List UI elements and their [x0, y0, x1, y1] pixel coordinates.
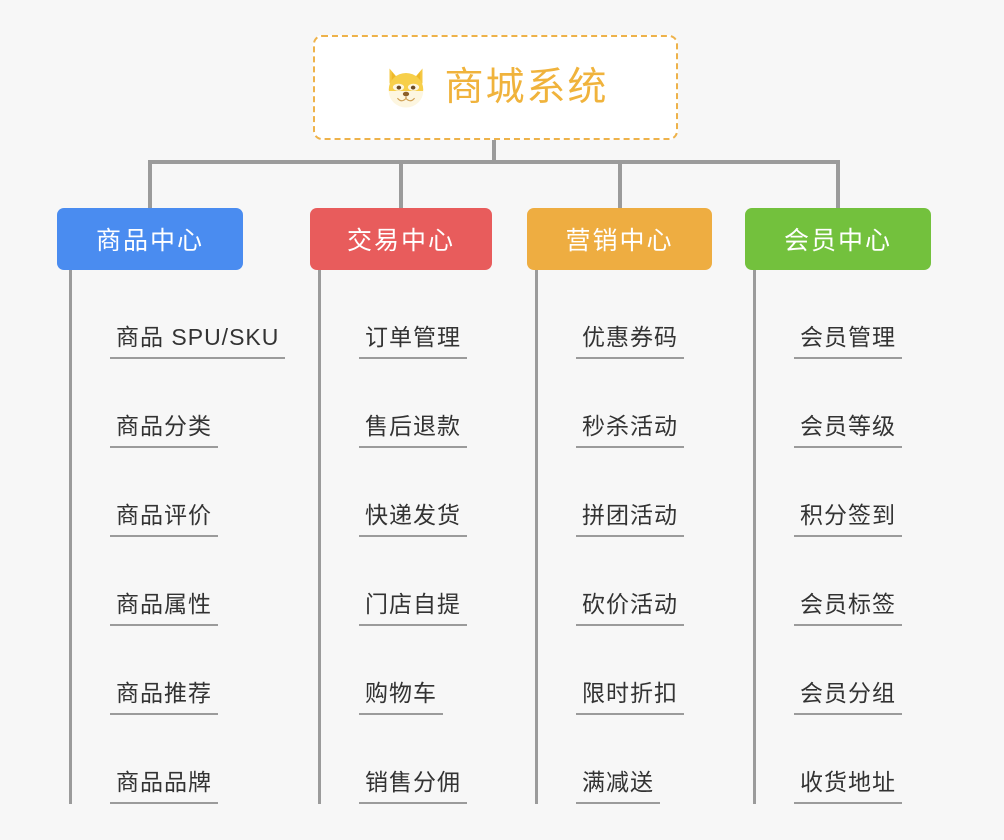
leaf-label: 商品属性: [110, 591, 218, 626]
connector-drop-4: [836, 160, 840, 208]
branch-spine-1: 商品 SPU/SKU 商品分类 商品评价 商品属性 商品推荐 商品品牌: [69, 270, 286, 804]
branch-column-3: 营销中心 优惠券码 秒杀活动 拼团活动 砍价活动 限时折扣 满减送: [527, 208, 712, 804]
leaf-label: 限时折扣: [576, 680, 684, 715]
branch-spine-2: 订单管理 售后退款 快递发货 门店自提 购物车 销售分佣: [318, 270, 492, 804]
list-item[interactable]: 满减送: [538, 715, 712, 804]
list-item[interactable]: 限时折扣: [538, 626, 712, 715]
list-item[interactable]: 拼团活动: [538, 448, 712, 537]
leaf-label: 会员等级: [794, 413, 902, 448]
list-item[interactable]: 订单管理: [321, 270, 492, 359]
list-item[interactable]: 商品 SPU/SKU: [72, 270, 286, 359]
list-item[interactable]: 优惠券码: [538, 270, 712, 359]
leaf-label: 秒杀活动: [576, 413, 684, 448]
leaf-label: 订单管理: [359, 324, 467, 359]
leaf-label: 拼团活动: [576, 502, 684, 537]
root-title: 商城系统: [444, 66, 609, 109]
leaf-label: 砍价活动: [576, 591, 684, 626]
leaf-label: 商品品牌: [110, 769, 218, 804]
category-header-1[interactable]: 商品中心: [57, 208, 243, 270]
leaf-label: 商品评价: [110, 502, 218, 537]
connector-drop-3: [618, 160, 622, 208]
leaf-label: 满减送: [576, 769, 660, 804]
leaf-label: 会员管理: [794, 324, 902, 359]
connector-drop-2: [399, 160, 403, 208]
list-item[interactable]: 购物车: [321, 626, 492, 715]
list-item[interactable]: 快递发货: [321, 448, 492, 537]
leaf-label: 会员标签: [794, 591, 902, 626]
list-item[interactable]: 商品推荐: [72, 626, 243, 715]
branch-column-1: 商品中心 商品 SPU/SKU 商品分类 商品评价 商品属性 商品推荐 商品品牌: [57, 208, 286, 804]
list-item[interactable]: 收货地址: [756, 715, 931, 804]
leaf-label: 商品推荐: [110, 680, 218, 715]
list-item[interactable]: 积分签到: [756, 448, 931, 537]
connector-drop-1: [148, 160, 152, 208]
root-node[interactable]: 商城系统: [313, 35, 678, 140]
list-item[interactable]: 售后退款: [321, 359, 492, 448]
list-item[interactable]: 会员等级: [756, 359, 931, 448]
list-item[interactable]: 商品品牌: [72, 715, 243, 804]
leaf-label: 售后退款: [359, 413, 467, 448]
leaf-label: 购物车: [359, 680, 443, 715]
branch-spine-3: 优惠券码 秒杀活动 拼团活动 砍价活动 限时折扣 满减送: [535, 270, 712, 804]
connector-horizontal-bus: [148, 160, 836, 164]
leaf-label: 积分签到: [794, 502, 902, 537]
list-item[interactable]: 商品属性: [72, 537, 243, 626]
category-header-2[interactable]: 交易中心: [310, 208, 492, 270]
leaf-label: 会员分组: [794, 680, 902, 715]
branch-column-4: 会员中心 会员管理 会员等级 积分签到 会员标签 会员分组 收货地址: [745, 208, 931, 804]
leaf-label: 商品 SPU/SKU: [110, 324, 286, 359]
list-item[interactable]: 会员标签: [756, 537, 931, 626]
list-item[interactable]: 会员分组: [756, 626, 931, 715]
list-item[interactable]: 门店自提: [321, 537, 492, 626]
branch-column-2: 交易中心 订单管理 售后退款 快递发货 门店自提 购物车 销售分佣: [310, 208, 492, 804]
list-item[interactable]: 销售分佣: [321, 715, 492, 804]
list-item[interactable]: 会员管理: [756, 270, 931, 359]
leaf-label: 快递发货: [359, 502, 467, 537]
shiba-dog-face-icon: [389, 68, 424, 107]
list-item[interactable]: 砍价活动: [538, 537, 712, 626]
connector-root-stem: [492, 140, 496, 163]
branch-spine-4: 会员管理 会员等级 积分签到 会员标签 会员分组 收货地址: [753, 270, 931, 804]
leaf-label: 收货地址: [794, 769, 902, 804]
list-item[interactable]: 商品分类: [72, 359, 243, 448]
category-header-3[interactable]: 营销中心: [527, 208, 712, 270]
list-item[interactable]: 秒杀活动: [538, 359, 712, 448]
list-item[interactable]: 商品评价: [72, 448, 243, 537]
leaf-label: 门店自提: [359, 591, 467, 626]
leaf-label: 销售分佣: [359, 769, 467, 804]
leaf-label: 商品分类: [110, 413, 218, 448]
leaf-label: 优惠券码: [576, 324, 684, 359]
category-header-4[interactable]: 会员中心: [745, 208, 931, 270]
